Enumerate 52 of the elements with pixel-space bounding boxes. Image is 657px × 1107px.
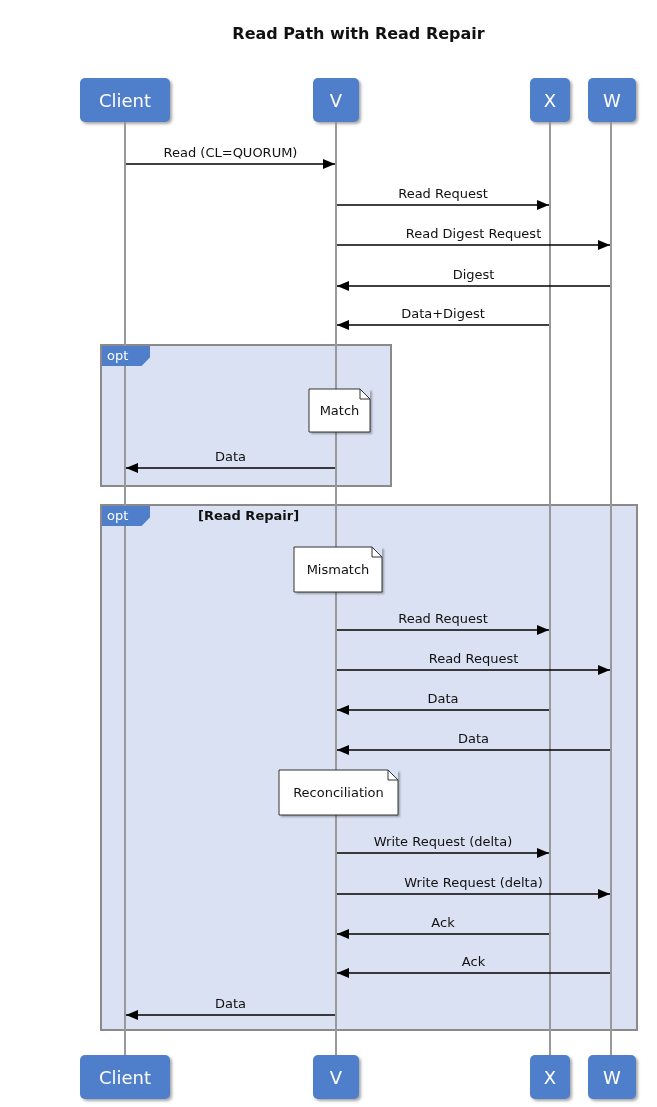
diagram-title: Read Path with Read Repair	[231, 24, 486, 43]
message-label: Write Request (delta)	[402, 875, 545, 891]
note	[294, 547, 382, 592]
message-label: Write Request (delta)	[371, 834, 515, 850]
message-label: Read Request	[396, 611, 490, 627]
message-arrow	[336, 200, 550, 210]
participant-label: Client	[98, 89, 152, 111]
message-arrow	[336, 625, 550, 635]
message-arrow	[336, 665, 611, 675]
opt-frame	[100, 504, 638, 1031]
participant-label: Client	[98, 1066, 152, 1088]
message-arrow	[125, 463, 336, 473]
message-arrow	[336, 320, 550, 330]
message-arrow	[336, 929, 550, 939]
message-arrow	[336, 968, 611, 978]
note-text: Match	[319, 403, 360, 418]
participant-label: W	[603, 89, 621, 111]
message-arrow	[336, 848, 550, 858]
participant-label: V	[329, 1066, 343, 1088]
participant-box	[530, 78, 570, 122]
message-label: Data+Digest	[399, 306, 487, 322]
message-arrow	[336, 745, 611, 755]
message-label: Read (CL=QUORUM)	[161, 145, 300, 161]
participant-box	[80, 1055, 170, 1099]
message-arrow	[336, 889, 611, 899]
note-text: Mismatch	[306, 562, 370, 577]
message-arrow	[336, 281, 611, 291]
participant-label: W	[603, 1066, 621, 1088]
participant-box	[313, 78, 359, 122]
participant-box	[80, 78, 170, 122]
participant-box	[530, 1055, 570, 1099]
message-arrow	[125, 1010, 336, 1020]
note-text: Reconciliation	[293, 785, 384, 800]
lifeline	[610, 122, 612, 1055]
participant-label: X	[543, 1066, 557, 1088]
message-arrow	[125, 159, 336, 169]
message-arrow	[336, 240, 611, 250]
note	[279, 770, 398, 815]
operator-tab: opt	[102, 506, 151, 526]
participant-label: X	[543, 89, 557, 111]
participant-label: V	[329, 89, 343, 111]
lifeline	[124, 122, 126, 1055]
participant-box	[588, 1055, 636, 1099]
message-label: Read Request	[396, 186, 490, 202]
opt-frame	[100, 344, 392, 487]
guard-condition: [Read Repair]	[198, 508, 300, 523]
participant-box	[588, 78, 636, 122]
message-arrow	[336, 705, 550, 715]
operator-tab: opt	[102, 346, 151, 366]
lifeline	[549, 122, 551, 1055]
participant-box	[313, 1055, 359, 1099]
note	[309, 389, 370, 432]
